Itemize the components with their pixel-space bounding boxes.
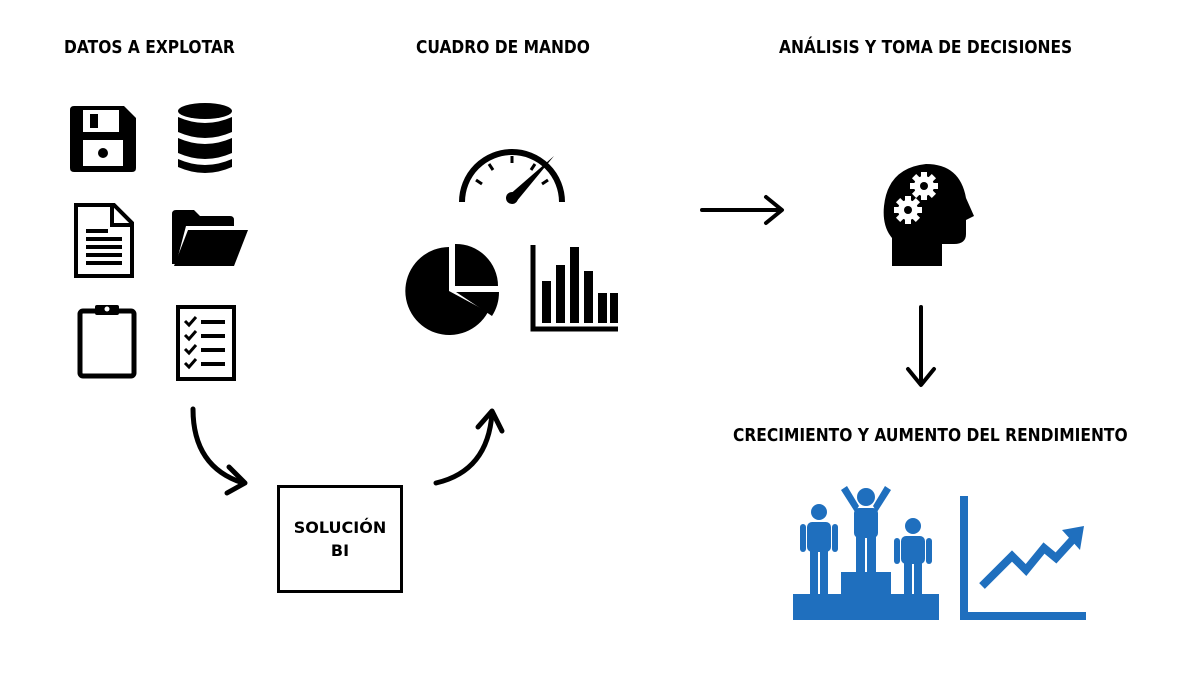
podium-people-icon xyxy=(793,486,939,620)
floppy-disk-icon xyxy=(70,106,136,172)
growth-chart-icon xyxy=(960,496,1086,620)
arrow-down xyxy=(906,305,936,387)
speedometer-icon xyxy=(459,149,565,204)
checklist-icon xyxy=(176,305,236,381)
clipboard-icon xyxy=(77,305,137,379)
arrow-right xyxy=(700,195,784,225)
heading-analisis: ANÁLISIS Y TOMA DE DECISIONES xyxy=(779,37,1073,58)
bar-chart-icon xyxy=(530,245,618,332)
solucion-line1: SOLUCIÓN xyxy=(293,518,387,537)
database-icon xyxy=(178,103,232,173)
heading-datos: DATOS A EXPLOTAR xyxy=(64,37,235,58)
curved-arrow-to-bi xyxy=(190,406,248,496)
document-icon xyxy=(74,203,134,278)
pie-chart-icon xyxy=(405,243,500,335)
folder-icon xyxy=(172,210,248,266)
solucion-line2: BI xyxy=(330,541,350,560)
head-gears-icon xyxy=(883,164,974,266)
solucion-bi-box: SOLUCIÓN BI xyxy=(277,485,403,593)
heading-crecimiento: CRECIMIENTO Y AUMENTO DEL RENDIMIENTO xyxy=(733,425,1128,446)
curved-arrow-to-dashboard xyxy=(433,408,505,486)
heading-cuadro: CUADRO DE MANDO xyxy=(416,37,590,58)
